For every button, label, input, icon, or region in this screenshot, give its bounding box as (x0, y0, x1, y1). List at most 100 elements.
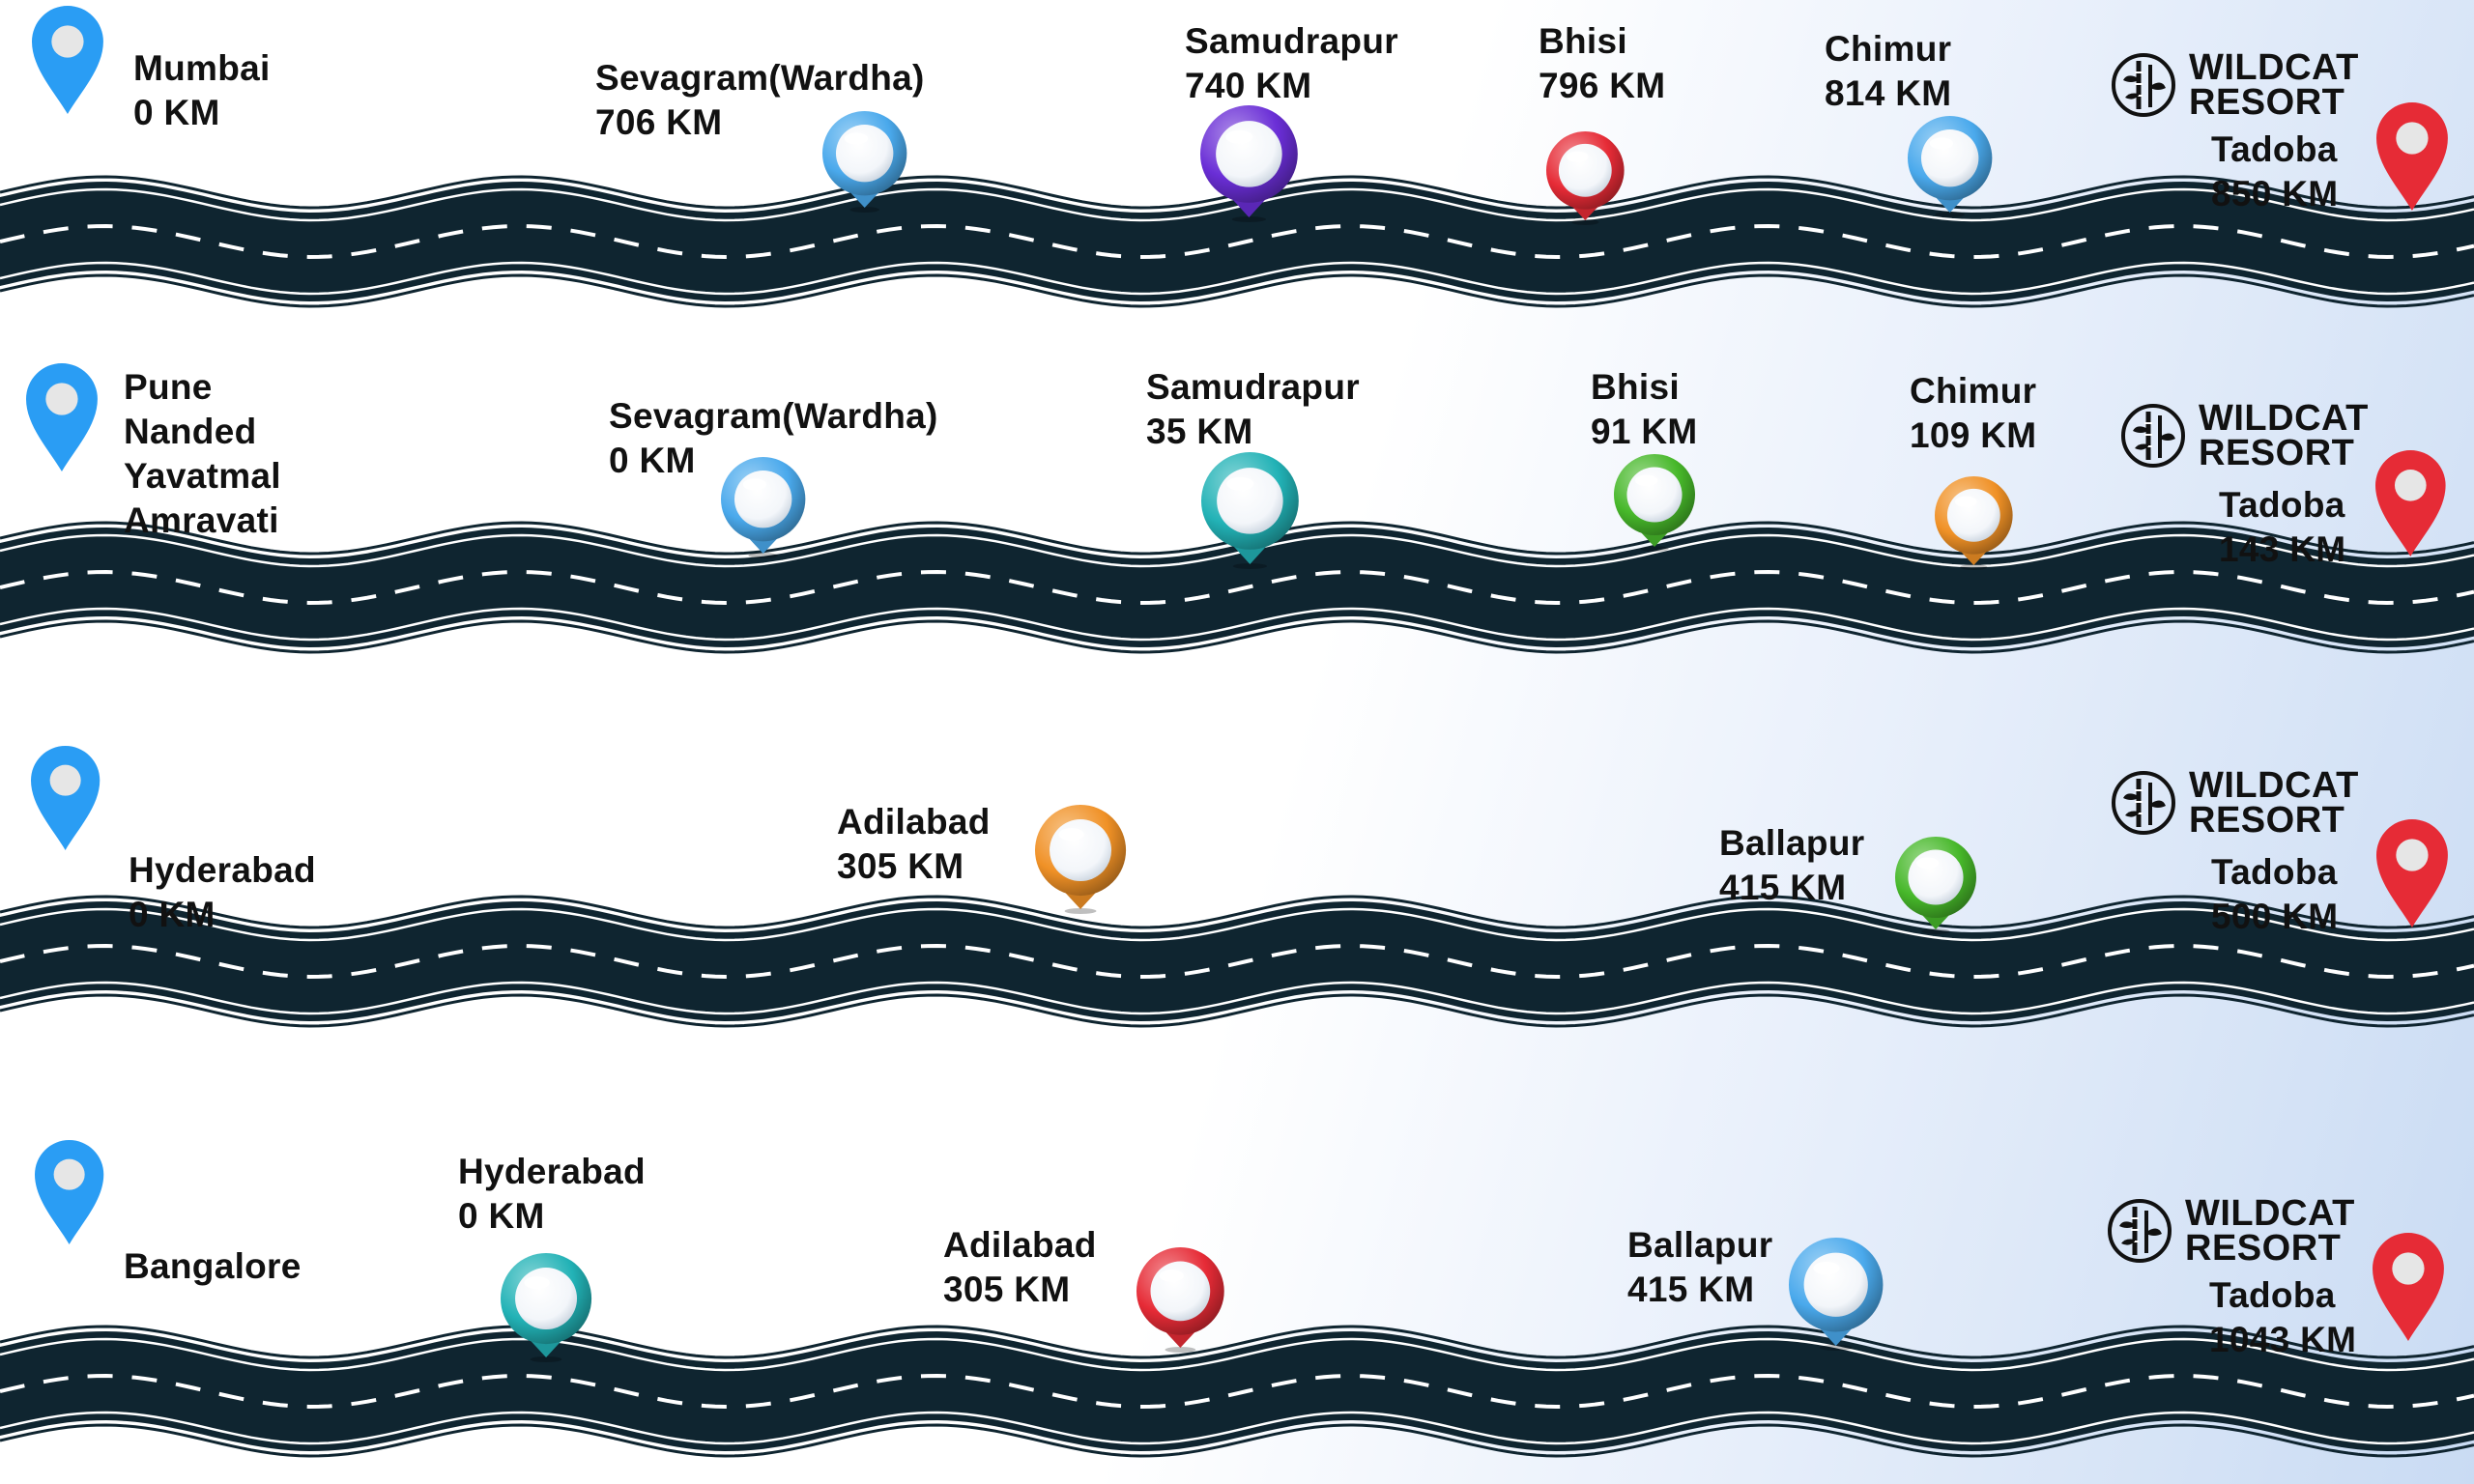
origin-label: Bangalore (124, 1244, 302, 1289)
stop-label-line: Bhisi (1539, 21, 1627, 61)
bamboo-icon (2121, 404, 2185, 468)
stop-label-line: 305 KM (837, 846, 964, 886)
road-surface (0, 901, 2474, 1021)
destination-pin-icon (2373, 1232, 2444, 1341)
destination-label-line: 143 KM (2219, 529, 2346, 569)
road-surface (0, 182, 2474, 301)
brand-line1: WILDCAT (2189, 47, 2359, 88)
stop-label-line: 109 KM (1910, 415, 2037, 455)
brand-line2: RESORT (2189, 82, 2345, 123)
destination-pin-icon (2376, 101, 2448, 211)
road-center-dashes (0, 569, 2474, 606)
stop-label-line: Sevagram(Wardha) (609, 396, 938, 436)
brand-line1: WILDCAT (2189, 765, 2359, 806)
stop-marker-icon (1200, 452, 1299, 569)
road-3 (0, 895, 2474, 1028)
destination-label-line: Tadoba (2219, 485, 2345, 525)
road-edge-line (0, 533, 2474, 568)
stop-label-line: 415 KM (1627, 1270, 1755, 1309)
stop-label: Sevagram(Wardha) 0 KM (609, 394, 938, 483)
stop-label-line: 740 KM (1185, 66, 1312, 105)
stop-marker-icon (1895, 837, 1976, 934)
stop-marker-icon (1934, 476, 2013, 570)
stop-label-line: Chimur (1825, 29, 1952, 69)
stop-label-line: Samudrapur (1146, 367, 1360, 407)
road-surface (0, 1331, 2474, 1451)
origin-pin-icon (31, 745, 101, 850)
stop-marker-icon (1034, 805, 1127, 914)
stop-marker-icon (721, 457, 806, 558)
destination-label-line: 1043 KM (2209, 1320, 2357, 1359)
stop-label-line: 305 KM (943, 1270, 1071, 1309)
stop-label-line: 0 KM (609, 441, 696, 480)
road-outline (0, 895, 2474, 929)
stop-label-line: Hyderabad (458, 1152, 646, 1191)
road-edge-line (0, 187, 2474, 222)
road-edge-line (0, 1337, 2474, 1372)
road-outline (0, 273, 2474, 308)
stop-label-line: Samudrapur (1185, 21, 1398, 61)
stop-label: Samudrapur 740 KM (1185, 19, 1398, 108)
stop-label-line: 814 KM (1825, 73, 1952, 113)
stop-marker-icon (1199, 105, 1298, 222)
origin-label-line: Nanded (124, 412, 257, 451)
road-1 (0, 175, 2474, 308)
stop-marker-icon (1908, 116, 1993, 217)
stop-marker-icon (500, 1253, 592, 1362)
brand-line1: WILDCAT (2185, 1193, 2355, 1234)
origin-pin-icon (35, 1139, 104, 1244)
origin-pin-icon (26, 362, 98, 471)
road-edge-line (0, 607, 2474, 642)
road-outline (0, 1423, 2474, 1458)
stop-label: Adilabad 305 KM (943, 1223, 1097, 1312)
stop-label: Bhisi 796 KM (1539, 19, 1665, 108)
stop-label: Samudrapur 35 KM (1146, 365, 1360, 454)
brand-line1: WILDCAT (2199, 398, 2369, 439)
stop-label-line: 796 KM (1539, 66, 1666, 105)
road-edge-line (0, 1411, 2474, 1445)
road-4 (0, 1325, 2474, 1458)
brand-line2: RESORT (2185, 1228, 2342, 1269)
origin-label-line: Yavatmal (124, 456, 281, 496)
stop-marker-icon (1614, 454, 1695, 552)
road-center-dashes (0, 943, 2474, 980)
destination-label-line: Tadoba (2211, 129, 2338, 169)
origin-label-line: Hyderabad (129, 850, 316, 890)
stop-label-line: 415 KM (1719, 868, 1847, 907)
stop-marker-icon (1136, 1247, 1224, 1353)
stop-label-line: Sevagram(Wardha) (595, 58, 925, 98)
road-edge-line (0, 981, 2474, 1015)
stop-label-line: Bhisi (1591, 367, 1680, 407)
origin-pin-icon (32, 5, 103, 114)
stop-label-line: Chimur (1910, 371, 2037, 411)
bamboo-icon (2112, 53, 2175, 117)
road-surface (0, 528, 2474, 647)
destination-pin-icon (2376, 818, 2448, 928)
road-outline (0, 993, 2474, 1028)
origin-label-line: Bangalore (124, 1246, 302, 1286)
road-edge-line (0, 261, 2474, 296)
stop-label-line: Adilabad (943, 1225, 1097, 1265)
road-edge-line (0, 907, 2474, 942)
road-outline (0, 1325, 2474, 1359)
stop-label-line: 35 KM (1146, 412, 1253, 451)
